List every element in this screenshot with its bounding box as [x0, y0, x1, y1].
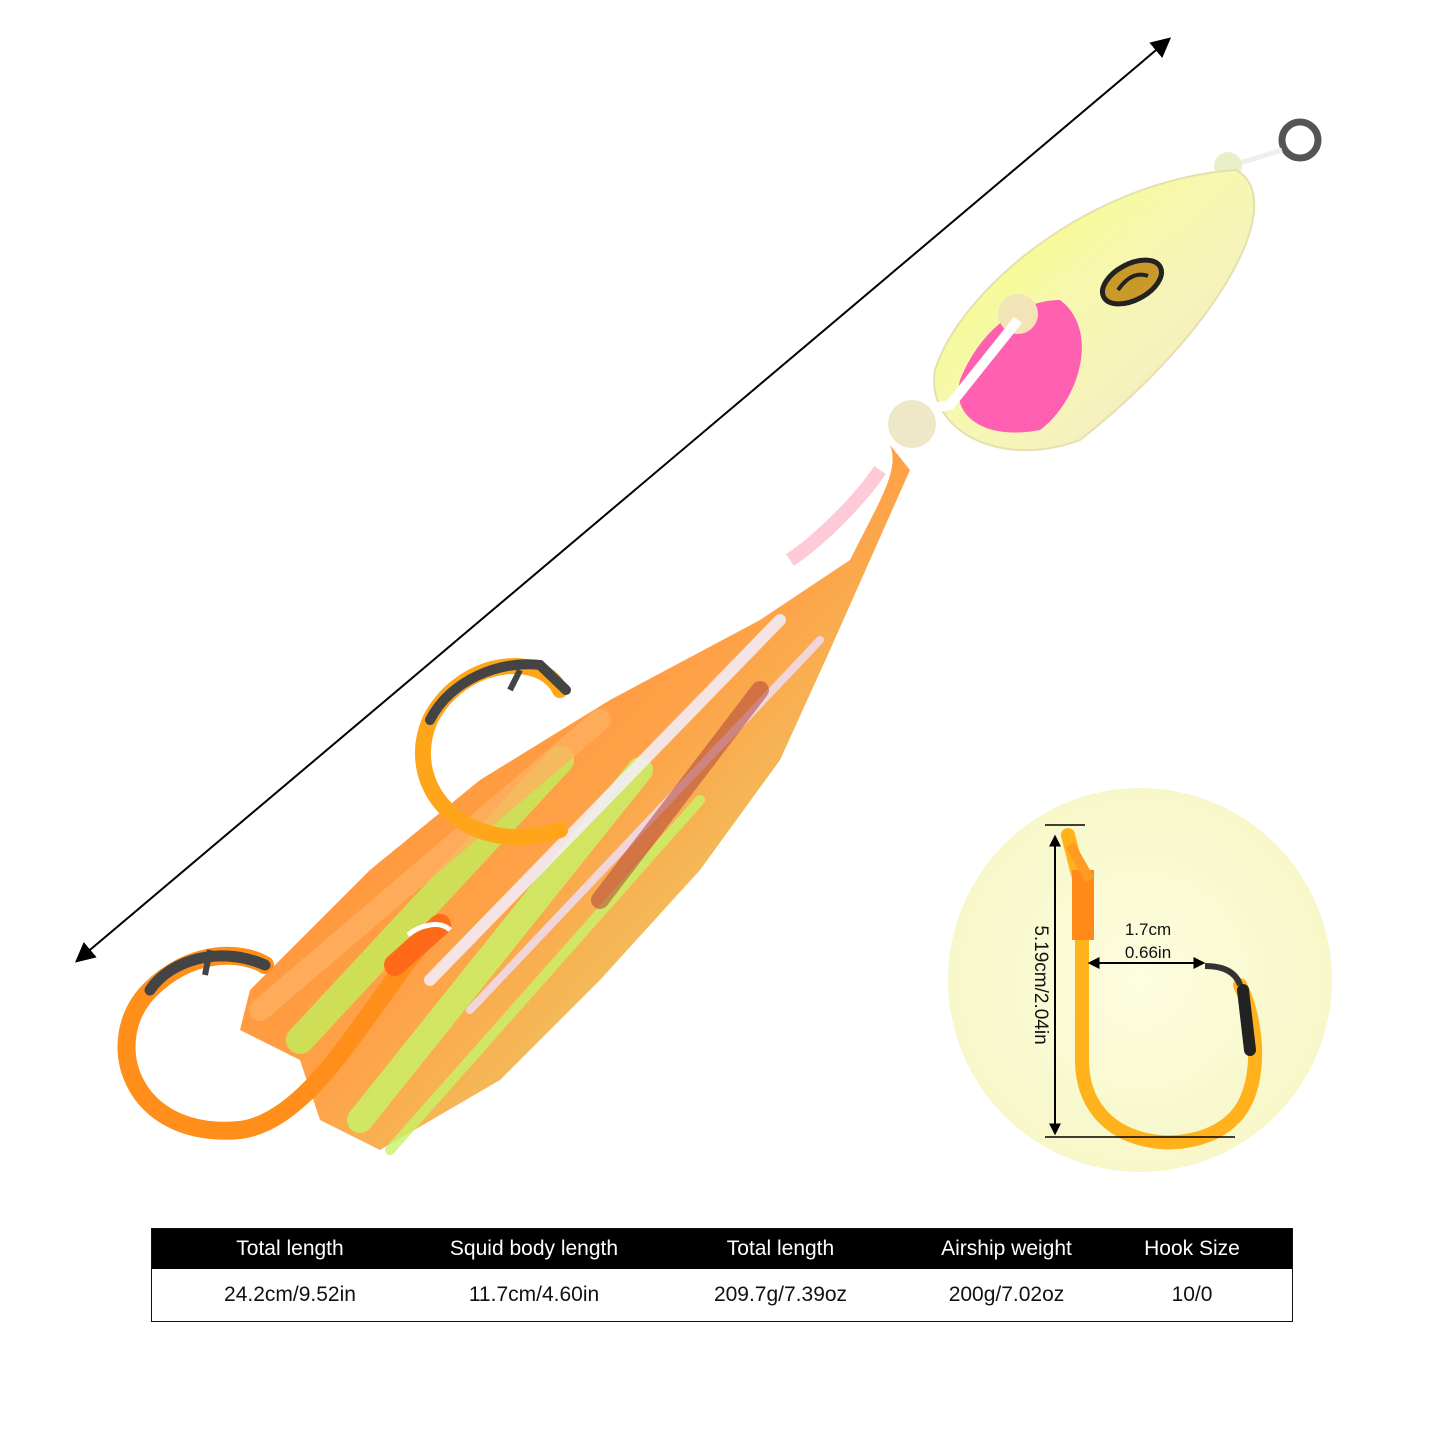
value-airship-weight: 200g/7.02oz — [948, 1283, 1065, 1306]
hook-height-label: 5.19cm/2.04in — [1030, 925, 1051, 1044]
header-airship-weight: Airship weight — [941, 1237, 1072, 1260]
jig-eye — [1100, 257, 1164, 307]
eye-ring — [1278, 118, 1322, 162]
value-hook-size: 10/0 — [1171, 1283, 1213, 1306]
spec-value-row: 24.2cm/9.52in 11.7cm/4.60in 209.7g/7.39o… — [152, 1269, 1292, 1321]
gap-in-label: 0.66in — [1125, 943, 1171, 962]
value-total-length: 24.2cm/9.52in — [224, 1283, 356, 1306]
value-total-weight: 209.7g/7.39oz — [713, 1283, 848, 1306]
hook-size-diagram: 5.19cm/2.04in 1.7cm 0.66in — [948, 788, 1332, 1172]
header-squid-body-length: Squid body length — [449, 1237, 619, 1260]
gap-cm-label: 1.7cm — [1125, 920, 1171, 939]
value-squid-body-length: 11.7cm/4.60in — [468, 1283, 600, 1306]
total-length-arrow — [74, 37, 1172, 963]
spec-header-row: Total length Squid body length Total len… — [152, 1229, 1292, 1269]
header-total-weight: Total length — [726, 1237, 835, 1260]
lure — [117, 118, 1322, 1155]
inset-background — [948, 788, 1332, 1172]
header-hook-size: Hook Size — [1144, 1237, 1240, 1260]
spec-table: Total length Squid body length Total len… — [151, 1228, 1293, 1322]
lower-hook — [117, 914, 452, 1140]
header-total-length: Total length — [236, 1237, 344, 1260]
glow-bead — [888, 400, 936, 448]
upper-hook — [415, 658, 571, 846]
